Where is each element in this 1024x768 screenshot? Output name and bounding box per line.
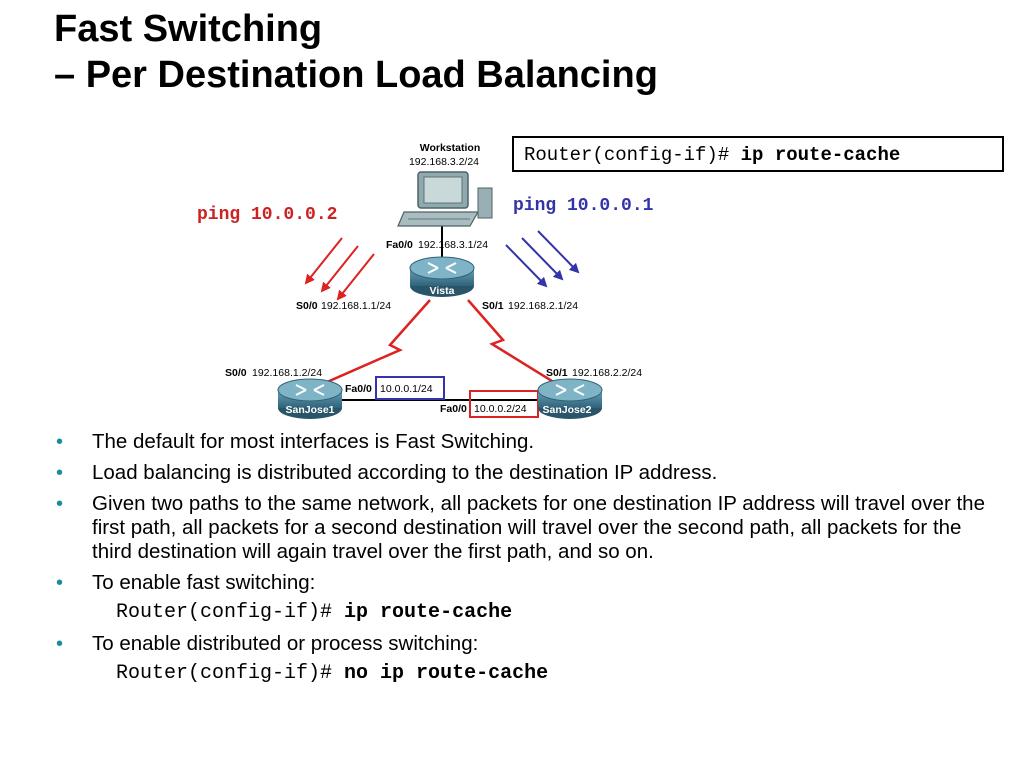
workstation-ip: 192.168.3.2/24	[409, 156, 479, 168]
sanjose1-name: SanJose1	[285, 404, 334, 416]
command-prompt: Router(config-if)#	[524, 144, 741, 166]
vista-name: Vista	[430, 285, 455, 297]
blue-arrow	[537, 230, 580, 274]
router-sanjose2-icon	[537, 378, 603, 419]
bullet-text: To enable distributed or process switchi…	[92, 632, 479, 655]
command-prompt: Router(config-if)#	[116, 601, 345, 624]
vista-s00-if: S0/0	[296, 300, 318, 312]
network-diagram: Workstation 192.168.3.2/24 Fa0/0 192.168…	[225, 142, 642, 419]
bullet-item: • Load balancing is distributed according…	[56, 461, 996, 485]
command-text: ip route-cache	[740, 144, 901, 166]
bullet-dot-icon: •	[56, 572, 64, 594]
command-prompt: Router(config-if)#	[116, 662, 345, 685]
red-arrow	[304, 237, 343, 285]
vista-s01-if: S0/1	[482, 300, 504, 312]
red-arrow	[320, 245, 359, 293]
vista-fa0-if: Fa0/0	[386, 239, 413, 251]
sanjose2-fa0-if: Fa0/0	[440, 403, 467, 415]
bullet-text: To enable fast switching:	[92, 571, 316, 594]
vista-s01-ip: 192.168.2.1/24	[508, 300, 578, 312]
blue-arrow	[505, 244, 548, 288]
sanjose1-s00-if: S0/0	[225, 367, 247, 379]
blue-arrows	[505, 230, 580, 288]
command-text: no ip route-cache	[344, 662, 549, 685]
router-vista-icon	[409, 256, 475, 297]
command-line-fast: Router(config-if)# ip route-cache	[92, 601, 996, 625]
bullet-dot-icon: •	[56, 633, 64, 655]
highlight-box-blue	[375, 376, 445, 400]
bullet-item: • To enable distributed or process switch…	[56, 632, 996, 686]
command-text: ip route-cache	[344, 601, 513, 624]
red-arrows	[304, 237, 375, 301]
sanjose1-s00-ip: 192.168.1.2/24	[252, 367, 322, 379]
sanjose2-fa0-ip: 10.0.0.2/24	[474, 403, 527, 415]
serial-link-vista-sanjose2	[467, 299, 561, 388]
bullet-item: • To enable fast switching: Router(config…	[56, 571, 996, 625]
workstation-name: Workstation	[420, 142, 480, 154]
title-line-1: Fast Switching	[54, 8, 323, 50]
bullet-item: • The default for most interfaces is Fast…	[56, 430, 996, 454]
command-line-process: Router(config-if)# no ip route-cache	[92, 662, 996, 686]
bullet-item: • Given two paths to the same network, al…	[56, 492, 996, 564]
red-arrow	[336, 253, 375, 301]
workstation-icon	[397, 171, 493, 227]
serial-link-vista-sanjose1	[317, 299, 431, 388]
vista-s00-ip: 192.168.1.1/24	[321, 300, 391, 312]
bullet-dot-icon: •	[56, 431, 64, 453]
bullet-text: Given two paths to the same network, all…	[92, 492, 985, 563]
sanjose2-name: SanJose2	[542, 404, 591, 416]
ping-left-label: ping 10.0.0.2	[197, 205, 338, 225]
sanjose1-fa0-if: Fa0/0	[345, 383, 372, 395]
bullet-dot-icon: •	[56, 493, 64, 515]
bullet-list: • The default for most interfaces is Fast…	[56, 430, 996, 693]
title-line-2: – Per Destination Load Balancing	[54, 54, 658, 96]
ping-right-label: ping 10.0.0.1	[513, 196, 654, 216]
sanjose2-s01-ip: 192.168.2.2/24	[572, 367, 642, 379]
router-sanjose1-icon	[277, 378, 343, 419]
bullet-text: The default for most interfaces is Fast …	[92, 430, 535, 453]
sanjose2-s01-if: S0/1	[546, 367, 568, 379]
slide-title: Fast Switching – Per Destination Load Ba…	[54, 6, 658, 98]
vista-fa0-ip: 192.168.3.1/24	[418, 239, 488, 251]
bullet-text: Load balancing is distributed according …	[92, 461, 718, 484]
bullet-dot-icon: •	[56, 462, 64, 484]
command-box: Router(config-if)# ip route-cache	[512, 136, 1004, 172]
sanjose1-fa0-ip: 10.0.0.1/24	[380, 383, 433, 395]
blue-arrow	[521, 237, 564, 281]
